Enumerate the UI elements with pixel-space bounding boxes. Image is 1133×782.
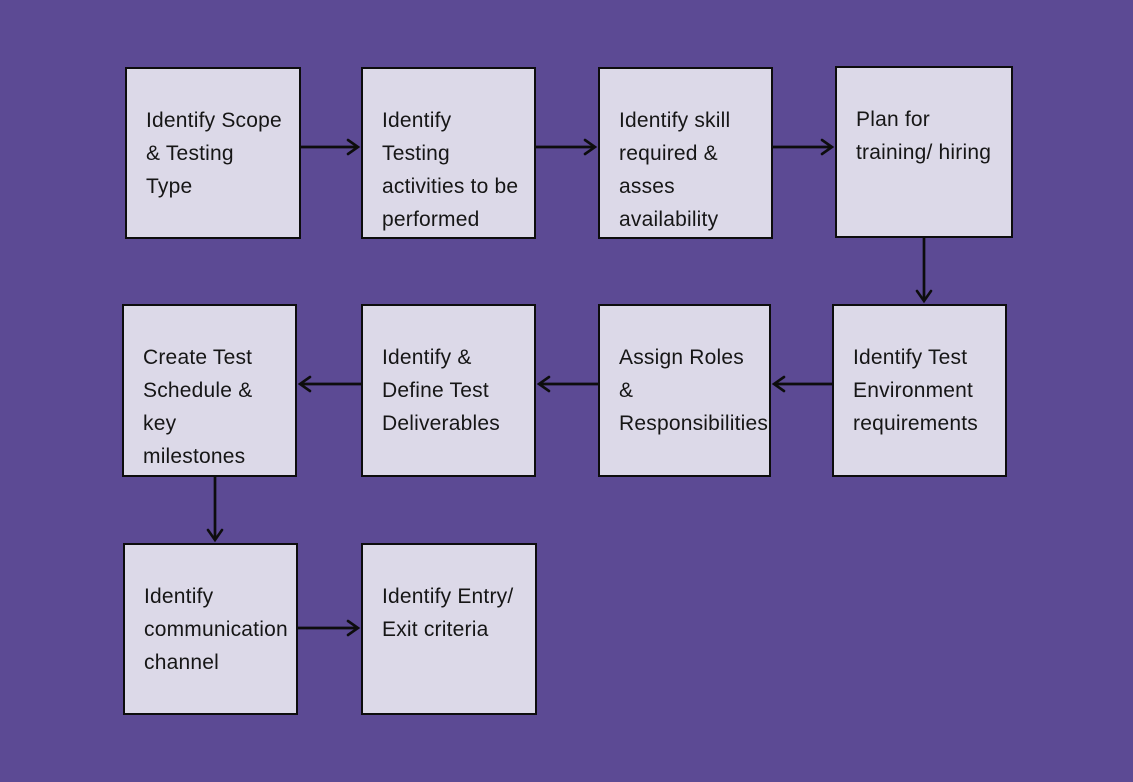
flow-node-label: Create Test Schedule & key milestones	[143, 346, 253, 468]
flow-node-scope-testing-type: Identify Scope & Testing Type	[125, 67, 301, 239]
flow-node-label: Identify Entry/ Exit criteria	[382, 585, 514, 641]
flow-node-assign-roles-responsibilities: Assign Roles & Responsibilities	[598, 304, 771, 477]
flow-node-communication-channel: Identify communication channel	[123, 543, 298, 715]
flow-node-testing-activities: Identify Testing activities to be perfor…	[361, 67, 536, 239]
flow-node-label: Identify communication channel	[144, 585, 288, 674]
flow-node-label: Plan for training/ hiring	[856, 108, 992, 164]
flow-node-label: Identify Test Environment requirements	[853, 346, 978, 435]
flow-node-plan-training-hiring: Plan for training/ hiring	[835, 66, 1013, 238]
flow-node-entry-exit-criteria: Identify Entry/ Exit criteria	[361, 543, 537, 715]
flow-node-label: Identify Scope & Testing Type	[146, 109, 282, 198]
flow-node-test-environment-requirements: Identify Test Environment requirements	[832, 304, 1007, 477]
flow-node-test-schedule-milestones: Create Test Schedule & key milestones	[122, 304, 297, 477]
flow-node-label: Identify skill required & asses availabi…	[619, 109, 731, 231]
flow-node-skill-availability: Identify skill required & asses availabi…	[598, 67, 773, 239]
flow-node-label: Identify Testing activities to be perfor…	[382, 109, 519, 231]
flow-node-label: Assign Roles & Responsibilities	[619, 346, 769, 435]
flow-node-define-test-deliverables: Identify & Define Test Deliverables	[361, 304, 536, 477]
flow-node-label: Identify & Define Test Deliverables	[382, 346, 500, 435]
